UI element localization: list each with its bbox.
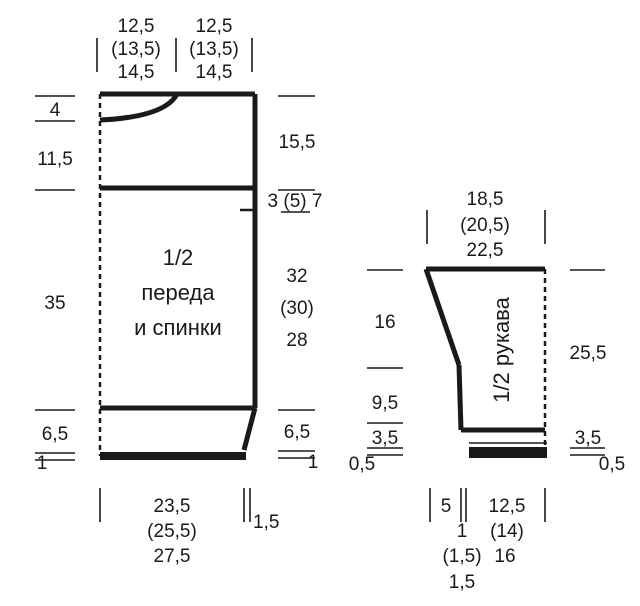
side-right-label-1: 32 bbox=[286, 266, 307, 287]
body-title-3: и спинки bbox=[134, 315, 222, 340]
body-piece: 12,5 (13,5) 14,5 12,5 (13,5) 14,5 4 11,5… bbox=[35, 16, 322, 567]
sleeve-lower-left-label: 9,5 bbox=[372, 393, 398, 414]
armhole-left-label: 11,5 bbox=[37, 149, 73, 170]
armhole-step-label: 3 (5) 7 bbox=[268, 191, 323, 212]
sleeve-right-height-label: 25,5 bbox=[570, 343, 607, 364]
sleeve-upper-slope bbox=[423, 268, 462, 366]
bottom-width-2: (25,5) bbox=[147, 521, 197, 542]
sleeve-bottom-right-2: (14) bbox=[490, 521, 524, 542]
bottom-width-1: 23,5 bbox=[154, 496, 191, 517]
sleeve-bottom-left-label: 5 bbox=[441, 496, 452, 517]
sleeve-title: 1/2 рукава bbox=[489, 296, 514, 402]
side-right-label-2: (30) bbox=[280, 298, 314, 319]
body-title-1: 1/2 bbox=[163, 245, 194, 270]
top-right-width-3: 14,5 bbox=[196, 62, 233, 83]
shoulder-right-label: 15,5 bbox=[279, 132, 316, 153]
rib-left-label: 1 bbox=[37, 453, 48, 474]
top-left-width-2: (13,5) bbox=[111, 39, 161, 60]
body-title-2: переда bbox=[141, 280, 215, 305]
sleeve-bottom-extra-2: (1,5) bbox=[442, 546, 481, 567]
sleeve-rib-right-label: 0,5 bbox=[599, 454, 625, 475]
body-left-label: 35 bbox=[44, 293, 65, 314]
sleeve-width-3: 22,5 bbox=[467, 240, 504, 261]
sleeve-cuff-right-label: 3,5 bbox=[575, 428, 601, 449]
sleeve-width-1: 18,5 bbox=[467, 189, 504, 210]
sleeve-bottom-right-3: 16 bbox=[494, 546, 515, 567]
sleeve-lower-edge bbox=[456, 364, 464, 431]
sleeve-cuff-band bbox=[469, 447, 547, 458]
sleeve-cuff-left-label: 3,5 bbox=[372, 428, 398, 449]
sleeve-rib-left-label: 0,5 bbox=[349, 454, 375, 475]
hem-right-label: 6,5 bbox=[284, 422, 310, 443]
top-right-width-1: 12,5 bbox=[196, 16, 233, 37]
sleeve-bottom-extra-1: 1 bbox=[457, 521, 468, 542]
rib-right-label: 1 bbox=[308, 452, 319, 473]
sleeve-bottom-extra-3: 1,5 bbox=[449, 572, 475, 593]
neck-depth-label: 4 bbox=[50, 100, 61, 121]
top-left-width-3: 14,5 bbox=[118, 62, 155, 83]
sleeve-width-2: (20,5) bbox=[460, 215, 510, 236]
body-hem-slope bbox=[241, 407, 258, 451]
sleeve-piece: 18,5 (20,5) 22,5 16 9,5 3,5 0,5 25,5 3,5… bbox=[349, 189, 625, 593]
bottom-side-label: 1,5 bbox=[253, 512, 279, 533]
sleeve-bottom-right-1: 12,5 bbox=[489, 496, 526, 517]
neckline-curve bbox=[99, 92, 180, 123]
top-right-width-2: (13,5) bbox=[189, 39, 239, 60]
side-right-label-3: 28 bbox=[286, 330, 307, 351]
sleeve-upper-left-label: 16 bbox=[374, 312, 395, 333]
bottom-width-3: 27,5 bbox=[154, 546, 191, 567]
hem-left-label: 6,5 bbox=[42, 424, 68, 445]
top-left-width-1: 12,5 bbox=[118, 16, 155, 37]
